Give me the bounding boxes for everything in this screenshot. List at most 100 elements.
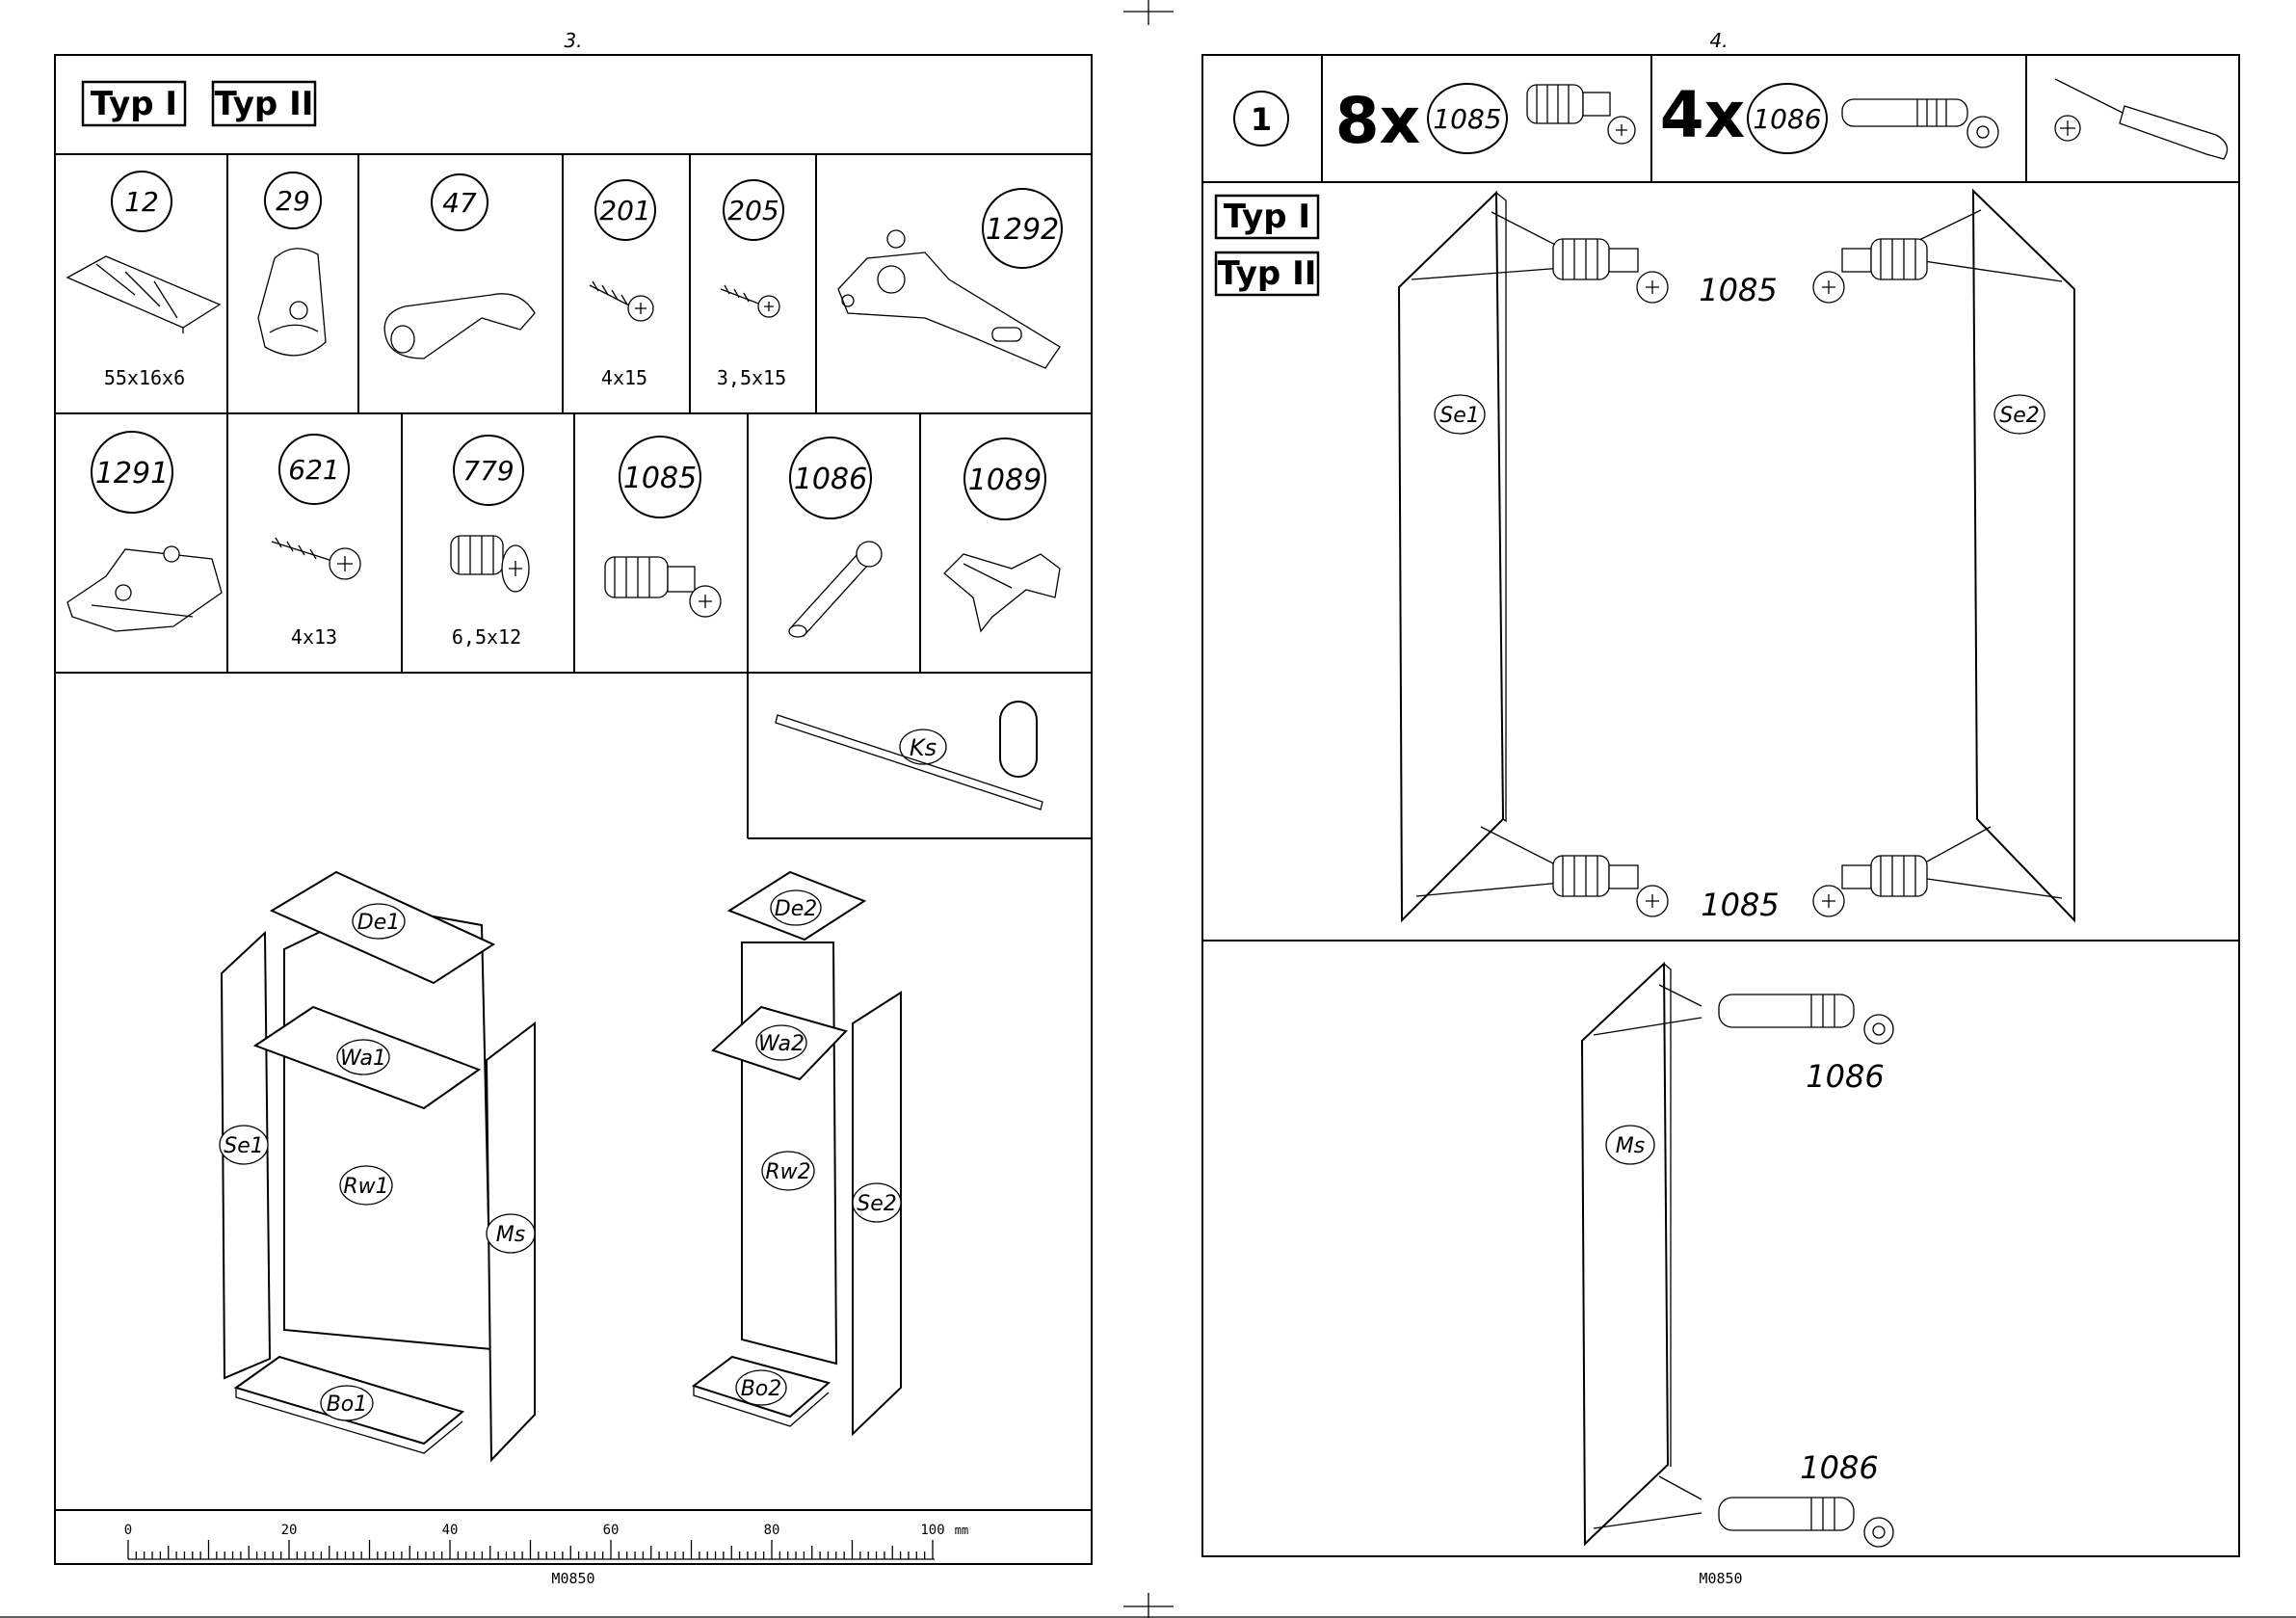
part-1089: 1089 [944, 438, 1060, 631]
svg-text:6,5x12: 6,5x12 [452, 625, 521, 649]
page-number: 3. [564, 29, 582, 52]
shelf-bracket-icon [944, 554, 1060, 631]
side-panel-se2: Se2 [1917, 191, 2074, 920]
svg-text:Ms: Ms [1616, 1134, 1645, 1158]
svg-text:Ms: Ms [496, 1223, 525, 1247]
svg-text:40: 40 [442, 1523, 459, 1538]
screw-201-icon [590, 281, 653, 321]
callout-1086-top: 1086 [1806, 1058, 1884, 1095]
svg-text:Wa2: Wa2 [758, 1032, 805, 1056]
part-29: 29 [258, 172, 326, 356]
screw-779-icon [451, 536, 529, 592]
page-number: 4. [1709, 29, 1728, 52]
step-number: 1 [1234, 92, 1288, 146]
svg-text:Se2: Se2 [1999, 404, 2040, 428]
part-621: 621 4x13 [272, 435, 360, 649]
svg-text:205: 205 [727, 195, 779, 226]
hardware-1085: 8x 1085 [1335, 84, 1635, 158]
type-label-ii: Typ II [1216, 252, 1318, 295]
cabinet-b-exploded: De2 Wa2 Rw2 Se2 Bo2 [694, 872, 901, 1434]
svg-text:Bo1: Bo1 [327, 1393, 368, 1417]
mounting-plate-icon [67, 546, 222, 631]
svg-text:Typ II: Typ II [1218, 254, 1317, 293]
dowel-1085-icon [1813, 239, 1927, 303]
svg-text:29: 29 [276, 185, 310, 217]
side-panel-se1: Se1 [1399, 193, 1563, 920]
part-12: 12 55x16x6 [67, 172, 220, 389]
dowel-1085-icon [1813, 856, 1927, 916]
svg-text:Typ I: Typ I [91, 85, 177, 123]
svg-text:8x: 8x [1335, 84, 1421, 158]
svg-text:1089: 1089 [968, 464, 1042, 497]
svg-text:Bo2: Bo2 [741, 1377, 782, 1401]
connector-bolt-icon [789, 542, 882, 637]
right-page: 4. 1 8x 1085 4x [1202, 29, 2239, 1587]
svg-text:1: 1 [1251, 101, 1272, 138]
svg-text:621: 621 [288, 454, 339, 486]
svg-text:Se1: Se1 [1439, 404, 1480, 428]
svg-text:Se2: Se2 [857, 1192, 897, 1216]
type-label-i: Typ I [1216, 196, 1318, 238]
part-1291: 1291 [67, 432, 222, 631]
svg-text:47: 47 [442, 187, 477, 219]
svg-text:1086: 1086 [1753, 103, 1821, 135]
hinge-icon [838, 230, 1060, 368]
svg-text:1085: 1085 [1433, 103, 1501, 135]
svg-text:55x16x6: 55x16x6 [104, 366, 185, 389]
svg-text:Wa1: Wa1 [340, 1047, 386, 1071]
svg-text:201: 201 [599, 195, 650, 226]
shelf-pin-icon [384, 294, 535, 358]
svg-text:60: 60 [603, 1523, 620, 1538]
svg-text:Rw2: Rw2 [765, 1160, 810, 1184]
dowel-1085-icon [1527, 85, 1635, 144]
connector-bolt-1086-icon [1842, 99, 1998, 147]
part-201: 201 4x15 [590, 180, 655, 389]
svg-text:Rw1: Rw1 [343, 1175, 388, 1199]
svg-text:12: 12 [124, 186, 159, 218]
svg-text:80: 80 [764, 1523, 780, 1538]
svg-text:Typ I: Typ I [1224, 198, 1310, 236]
measurement-ruler: 0 20 40 60 80 100 mm [124, 1523, 968, 1559]
svg-text:Ks: Ks [910, 734, 937, 761]
rail-ks: Ks [776, 702, 1042, 809]
svg-text:1085: 1085 [623, 462, 697, 495]
svg-text:3,5x15: 3,5x15 [717, 366, 786, 389]
svg-text:Se1: Se1 [224, 1134, 264, 1158]
svg-text:1292: 1292 [986, 213, 1059, 247]
part-779: 779 6,5x12 [451, 436, 529, 649]
callout-1086-bottom: 1086 [1800, 1449, 1878, 1486]
callout-1085-bottom: 1085 [1701, 887, 1779, 923]
screw-205-icon [721, 285, 779, 317]
dowel-1085-icon [605, 557, 721, 617]
svg-text:Typ II: Typ II [215, 85, 314, 123]
part-1292: 1292 [838, 189, 1062, 368]
svg-text:20: 20 [281, 1523, 298, 1538]
footer-code: M0850 [551, 1570, 594, 1587]
svg-text:1291: 1291 [95, 457, 169, 491]
part-1086: 1086 [789, 438, 882, 637]
part-47: 47 [384, 174, 535, 358]
dowel-1085-icon [1553, 856, 1668, 916]
cabinet-a-exploded: De1 Wa1 Se1 Rw1 Ms Bo1 [220, 872, 535, 1460]
screw-621-icon [272, 538, 360, 579]
svg-text:779: 779 [462, 455, 514, 487]
wedge-spacer-icon [67, 256, 220, 333]
svg-text:0: 0 [124, 1523, 132, 1538]
svg-text:4x: 4x [1660, 78, 1746, 152]
left-page: 3. Typ I Typ II 12 [55, 29, 1092, 1587]
type-label-i: Typ I [83, 82, 185, 125]
footer-code: M0850 [1699, 1570, 1742, 1587]
type-label-ii: Typ II [213, 82, 315, 125]
middle-panel-ms: Ms [1582, 964, 1702, 1544]
svg-text:De2: De2 [775, 897, 817, 921]
svg-text:De1: De1 [357, 911, 400, 935]
callout-1085-top: 1085 [1699, 272, 1777, 308]
screwdriver-icon [2055, 79, 2228, 159]
dowel-1085-icon [1553, 239, 1668, 303]
rail-support-icon [258, 249, 326, 356]
svg-text:mm: mm [955, 1524, 968, 1537]
connector-bolt-1086-icon [1719, 1498, 1893, 1547]
hardware-1086: 4x 1086 [1660, 78, 1998, 153]
